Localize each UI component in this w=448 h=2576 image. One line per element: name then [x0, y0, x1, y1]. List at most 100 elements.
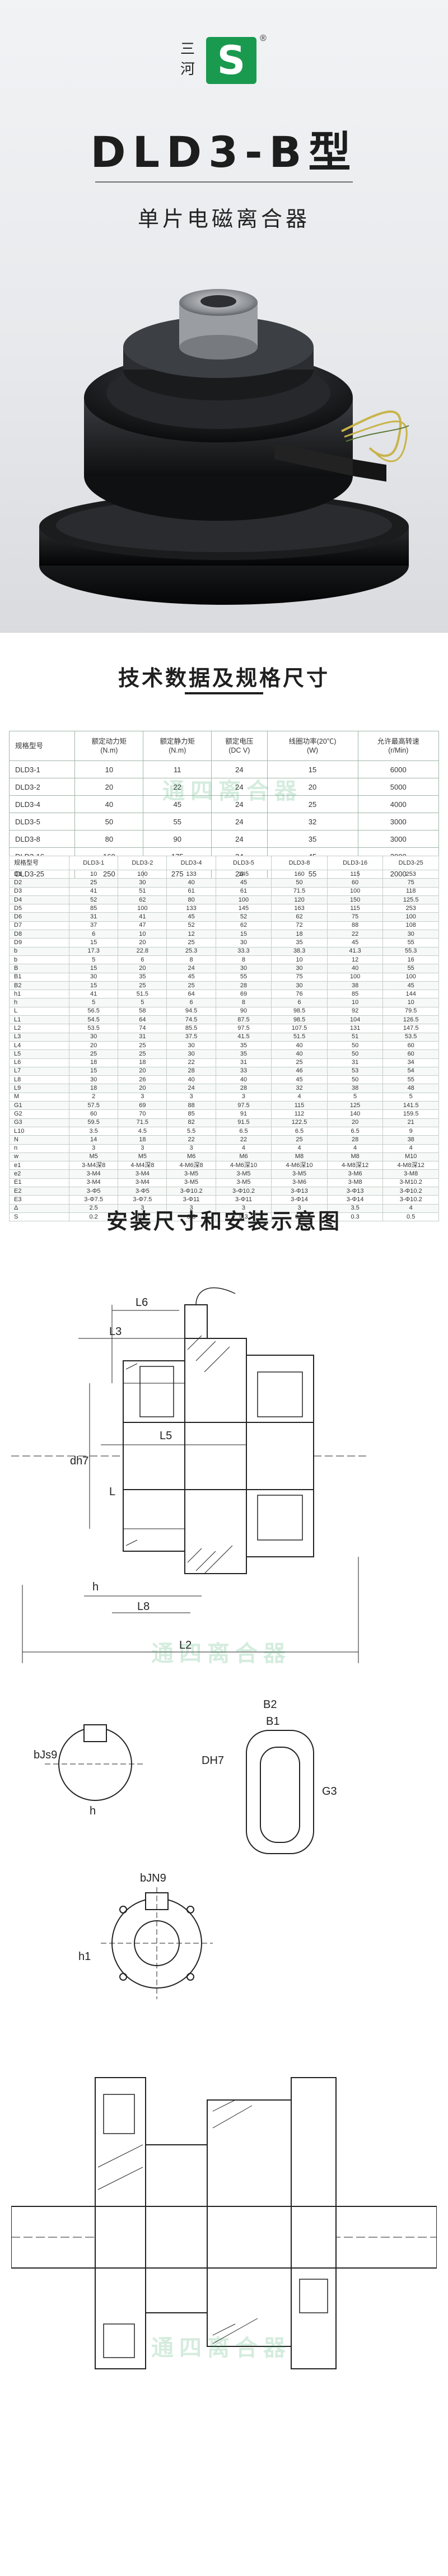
table-cell: e2 — [8, 1169, 70, 1179]
table-header-cell: 规格型号 — [8, 731, 76, 761]
table-cell: 98.5 — [271, 1015, 328, 1025]
table-cell: 30 — [69, 1075, 119, 1085]
table-cell: 5 — [118, 998, 167, 1007]
table-header-row: 规格型号 额定动力矩 (N.m) 额定静力矩 (N.m) 额定电压 (DC V)… — [8, 731, 439, 761]
table-cell: 3000 — [357, 813, 439, 830]
table-cell: 50 — [271, 878, 328, 888]
hero-banner: 三河 S ® DLD3-B型 单片电磁离合器 — [0, 0, 448, 633]
dim-label: h — [92, 1581, 99, 1593]
table-cell: 11 — [143, 760, 212, 778]
table-cell: 2.5 — [69, 1203, 119, 1213]
table-cell: S — [8, 1212, 70, 1222]
table-cell: 91 — [215, 1109, 272, 1119]
table-cell: L7 — [8, 1066, 70, 1076]
logo-mark-box: S — [206, 37, 256, 84]
table-cell: 38 — [326, 981, 384, 991]
table-cell: 15 — [69, 964, 119, 973]
table-cell: 3 — [271, 1203, 328, 1213]
table-cell: 14 — [69, 1135, 119, 1145]
table-cell: B — [8, 964, 70, 973]
table-cell: b — [8, 955, 70, 965]
table-cell: 150 — [326, 895, 384, 905]
table-cell: 4 — [271, 1144, 328, 1153]
table-cell: D1 — [8, 869, 70, 879]
title-divider — [95, 181, 353, 183]
table-header-cell: 额定电压 (DC V) — [211, 731, 268, 761]
table-cell: E3 — [8, 1195, 70, 1205]
table-cell: 0.3 — [166, 1212, 216, 1222]
table-cell: 115 — [326, 869, 384, 879]
table-cell: 112 — [271, 1109, 328, 1119]
table-cell: 125.5 — [382, 895, 439, 905]
table-cell: 131 — [326, 1024, 384, 1033]
table-cell: 3000 — [357, 830, 439, 848]
table-cell: 25 — [118, 981, 167, 991]
table-cell: DLD3-1 — [8, 760, 76, 778]
table-cell: 159.5 — [382, 1109, 439, 1119]
table-cell: 3-Φ14 — [326, 1195, 384, 1205]
table-cell: 6000 — [357, 760, 439, 778]
table-header-cell: 线圈功率(20℃) (W) — [267, 731, 358, 761]
table-cell: 30 — [271, 981, 328, 991]
table-cell: 40 — [215, 1075, 272, 1085]
table-cell: 80 — [74, 830, 144, 848]
table-cell: 2 — [69, 1092, 119, 1102]
table-cell: 22 — [215, 1135, 272, 1145]
dim-label: bJN9 — [140, 1872, 166, 1884]
table-cell: e1 — [8, 1161, 70, 1170]
table-cell: 60 — [326, 878, 384, 888]
table-cell: 18 — [118, 1058, 167, 1067]
table-cell: 18 — [118, 1135, 167, 1145]
table-cell: 160 — [271, 869, 328, 879]
table-cell: 20 — [118, 938, 167, 948]
clutch-product-image — [39, 289, 409, 605]
table-cell: 52 — [69, 895, 119, 905]
table-cell: 18 — [69, 1058, 119, 1067]
table-cell: b — [8, 946, 70, 956]
table-cell: 140 — [326, 1109, 384, 1119]
table-cell: 30 — [215, 938, 272, 948]
table-cell: 62 — [215, 921, 272, 931]
table-cell: 4 — [382, 1144, 439, 1153]
table-cell: 60 — [382, 1040, 439, 1051]
table-cell: 80 — [166, 895, 216, 905]
table-cell: 3-M5 — [215, 1178, 272, 1187]
table-cell: 62 — [118, 895, 167, 905]
table-cell: 4-M6深10 — [271, 1161, 328, 1170]
table-cell: 133 — [166, 869, 216, 879]
table-cell: 15 — [69, 938, 119, 948]
table-cell: 69 — [215, 990, 272, 999]
dim-label: dh7 — [70, 1455, 88, 1467]
table-cell: 10 — [69, 869, 119, 879]
table-cell: 55 — [143, 813, 212, 830]
table-cell: L1 — [8, 1015, 70, 1025]
table-cell: 32 — [271, 1084, 328, 1093]
table-cell: 10 — [382, 998, 439, 1007]
table-cell: 3-Φ11 — [166, 1195, 216, 1205]
table-cell: 51 — [326, 1032, 384, 1042]
table-cell: 30 — [271, 964, 328, 973]
table-cell: 90 — [143, 830, 212, 848]
table-cell: 5 — [382, 1092, 439, 1102]
table-cell: M5 — [69, 1152, 119, 1162]
table-cell: 24 — [166, 964, 216, 973]
table-cell: 4 — [326, 1144, 384, 1153]
table-cell: 104 — [326, 1015, 384, 1025]
table-cell: 100 — [326, 972, 384, 982]
table-cell: 122.5 — [271, 1118, 328, 1127]
table-cell: 100 — [118, 869, 167, 879]
table-cell: 22 — [326, 930, 384, 939]
